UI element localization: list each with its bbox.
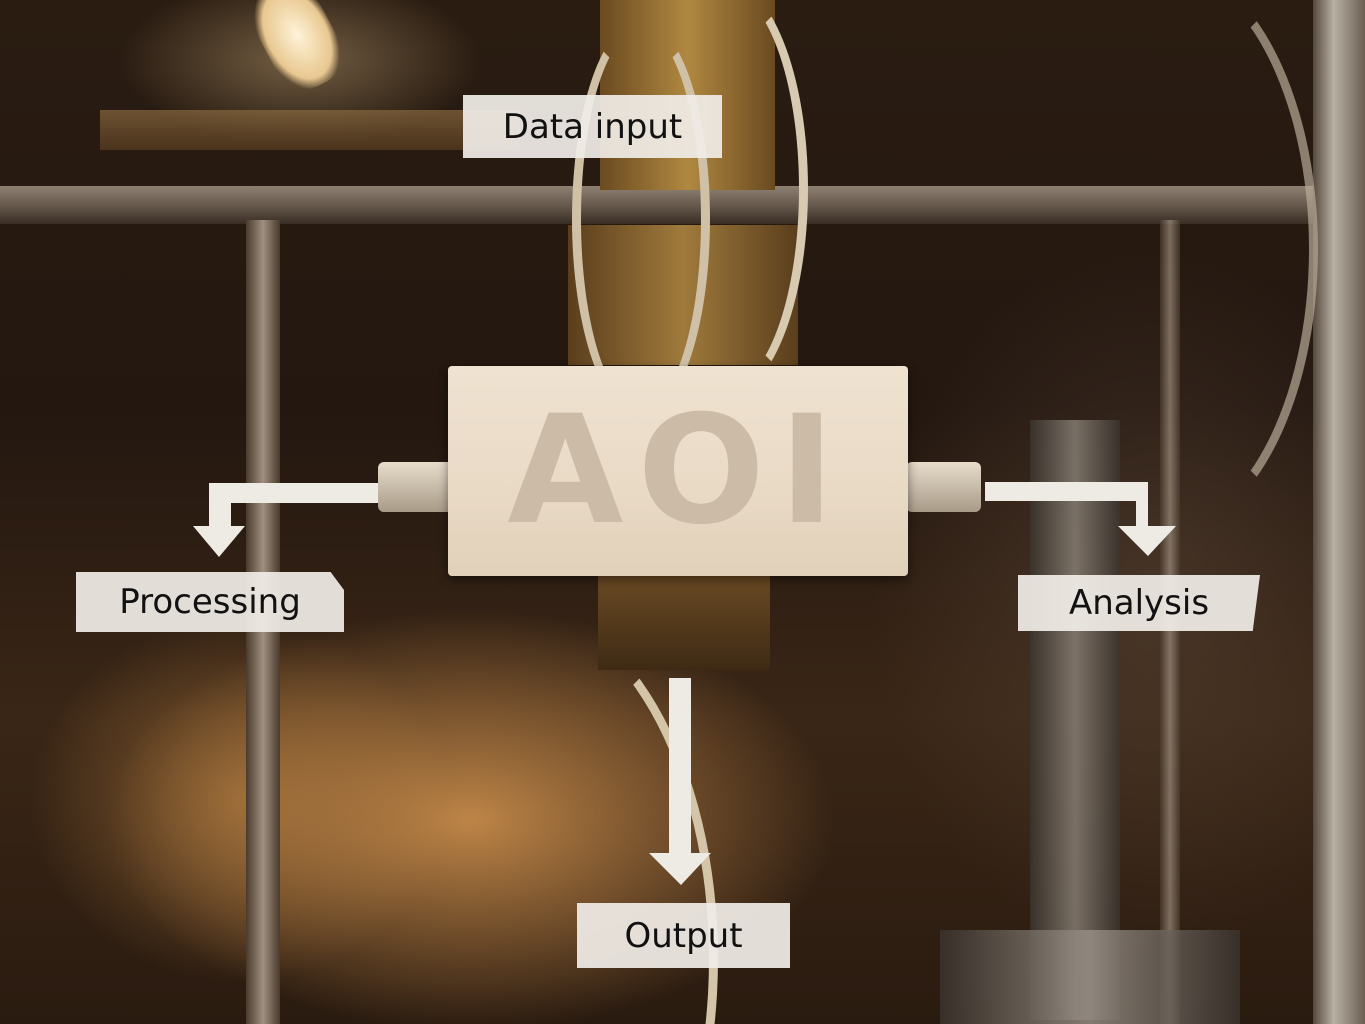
- upper-beam: [100, 110, 520, 150]
- node-label: Output: [624, 915, 743, 956]
- cable: [640, 0, 808, 398]
- connector-right: [906, 462, 981, 512]
- node-data-input: Data input: [463, 95, 722, 158]
- machine-base: [940, 930, 1240, 1024]
- node-label: Analysis: [1068, 583, 1210, 623]
- arrow-to-analysis: [985, 482, 1176, 556]
- arrow-to-output: [649, 678, 711, 885]
- aoi-label: AOI: [507, 384, 849, 558]
- mount-block-bottom: [598, 575, 770, 670]
- node-analysis: Analysis: [1018, 575, 1260, 631]
- aoi-module: AOI: [448, 366, 908, 576]
- right-frame: [1313, 0, 1365, 1024]
- node-label: Processing: [119, 582, 301, 622]
- cable: [1000, 0, 1318, 538]
- node-output: Output: [577, 903, 790, 968]
- connector-left: [378, 462, 453, 512]
- node-processing: Processing: [76, 572, 344, 632]
- node-label: Data input: [502, 106, 683, 147]
- arrow-to-processing: [193, 483, 378, 557]
